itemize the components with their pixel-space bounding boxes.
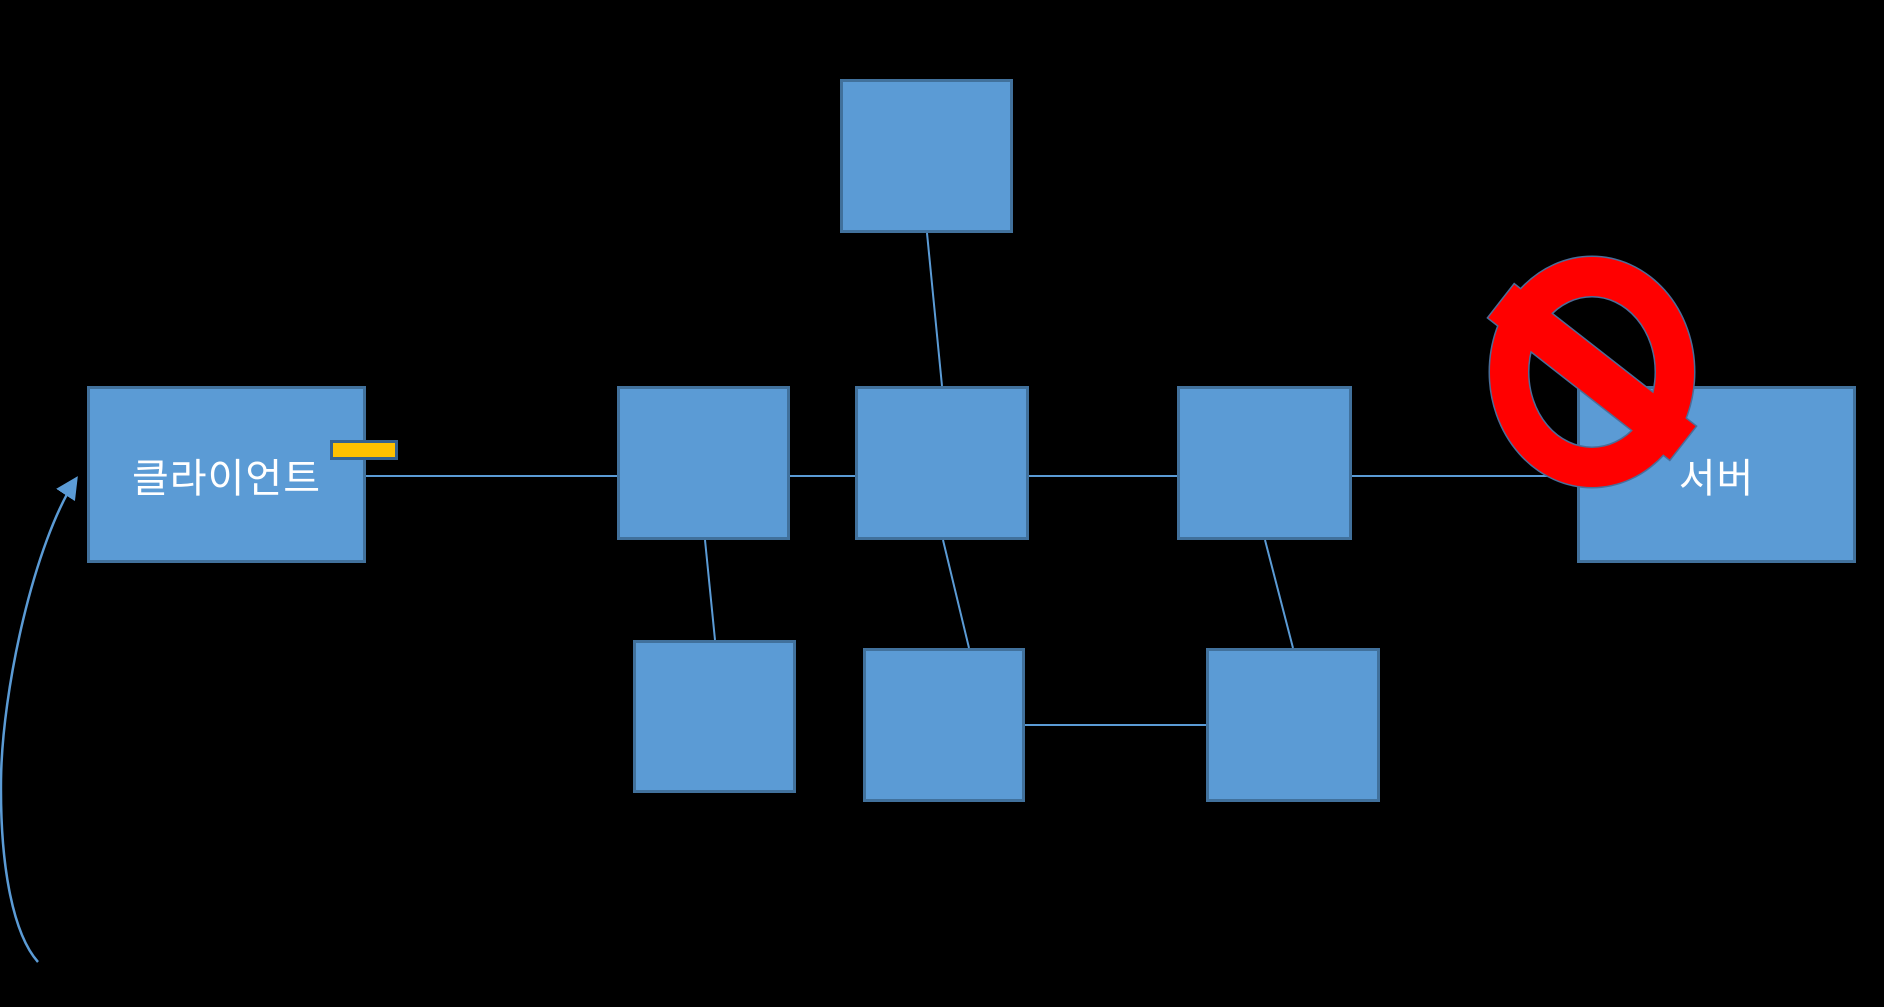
node-relay-2 <box>855 386 1029 540</box>
connector-relay2-bottom2 <box>942 539 970 649</box>
node-relay-bottom-3 <box>1206 648 1380 802</box>
connector-relaytop-relay2 <box>926 232 943 387</box>
node-relay-1 <box>617 386 790 540</box>
node-server: 서버 <box>1577 386 1856 563</box>
node-relay-3 <box>1177 386 1352 540</box>
server-label: 서버 <box>1678 456 1755 501</box>
yellow-indicator <box>330 440 398 460</box>
node-relay-bottom-1 <box>633 640 796 793</box>
node-relay-bottom-2 <box>863 648 1025 802</box>
node-relay-top <box>840 79 1013 233</box>
node-client: 클라이언트 <box>87 386 366 563</box>
connector-relay3-bottom3 <box>1264 539 1294 649</box>
connector-relay1-bottom1 <box>704 539 716 641</box>
curved-arrow <box>0 476 78 963</box>
client-label: 클라이언트 <box>132 456 321 501</box>
